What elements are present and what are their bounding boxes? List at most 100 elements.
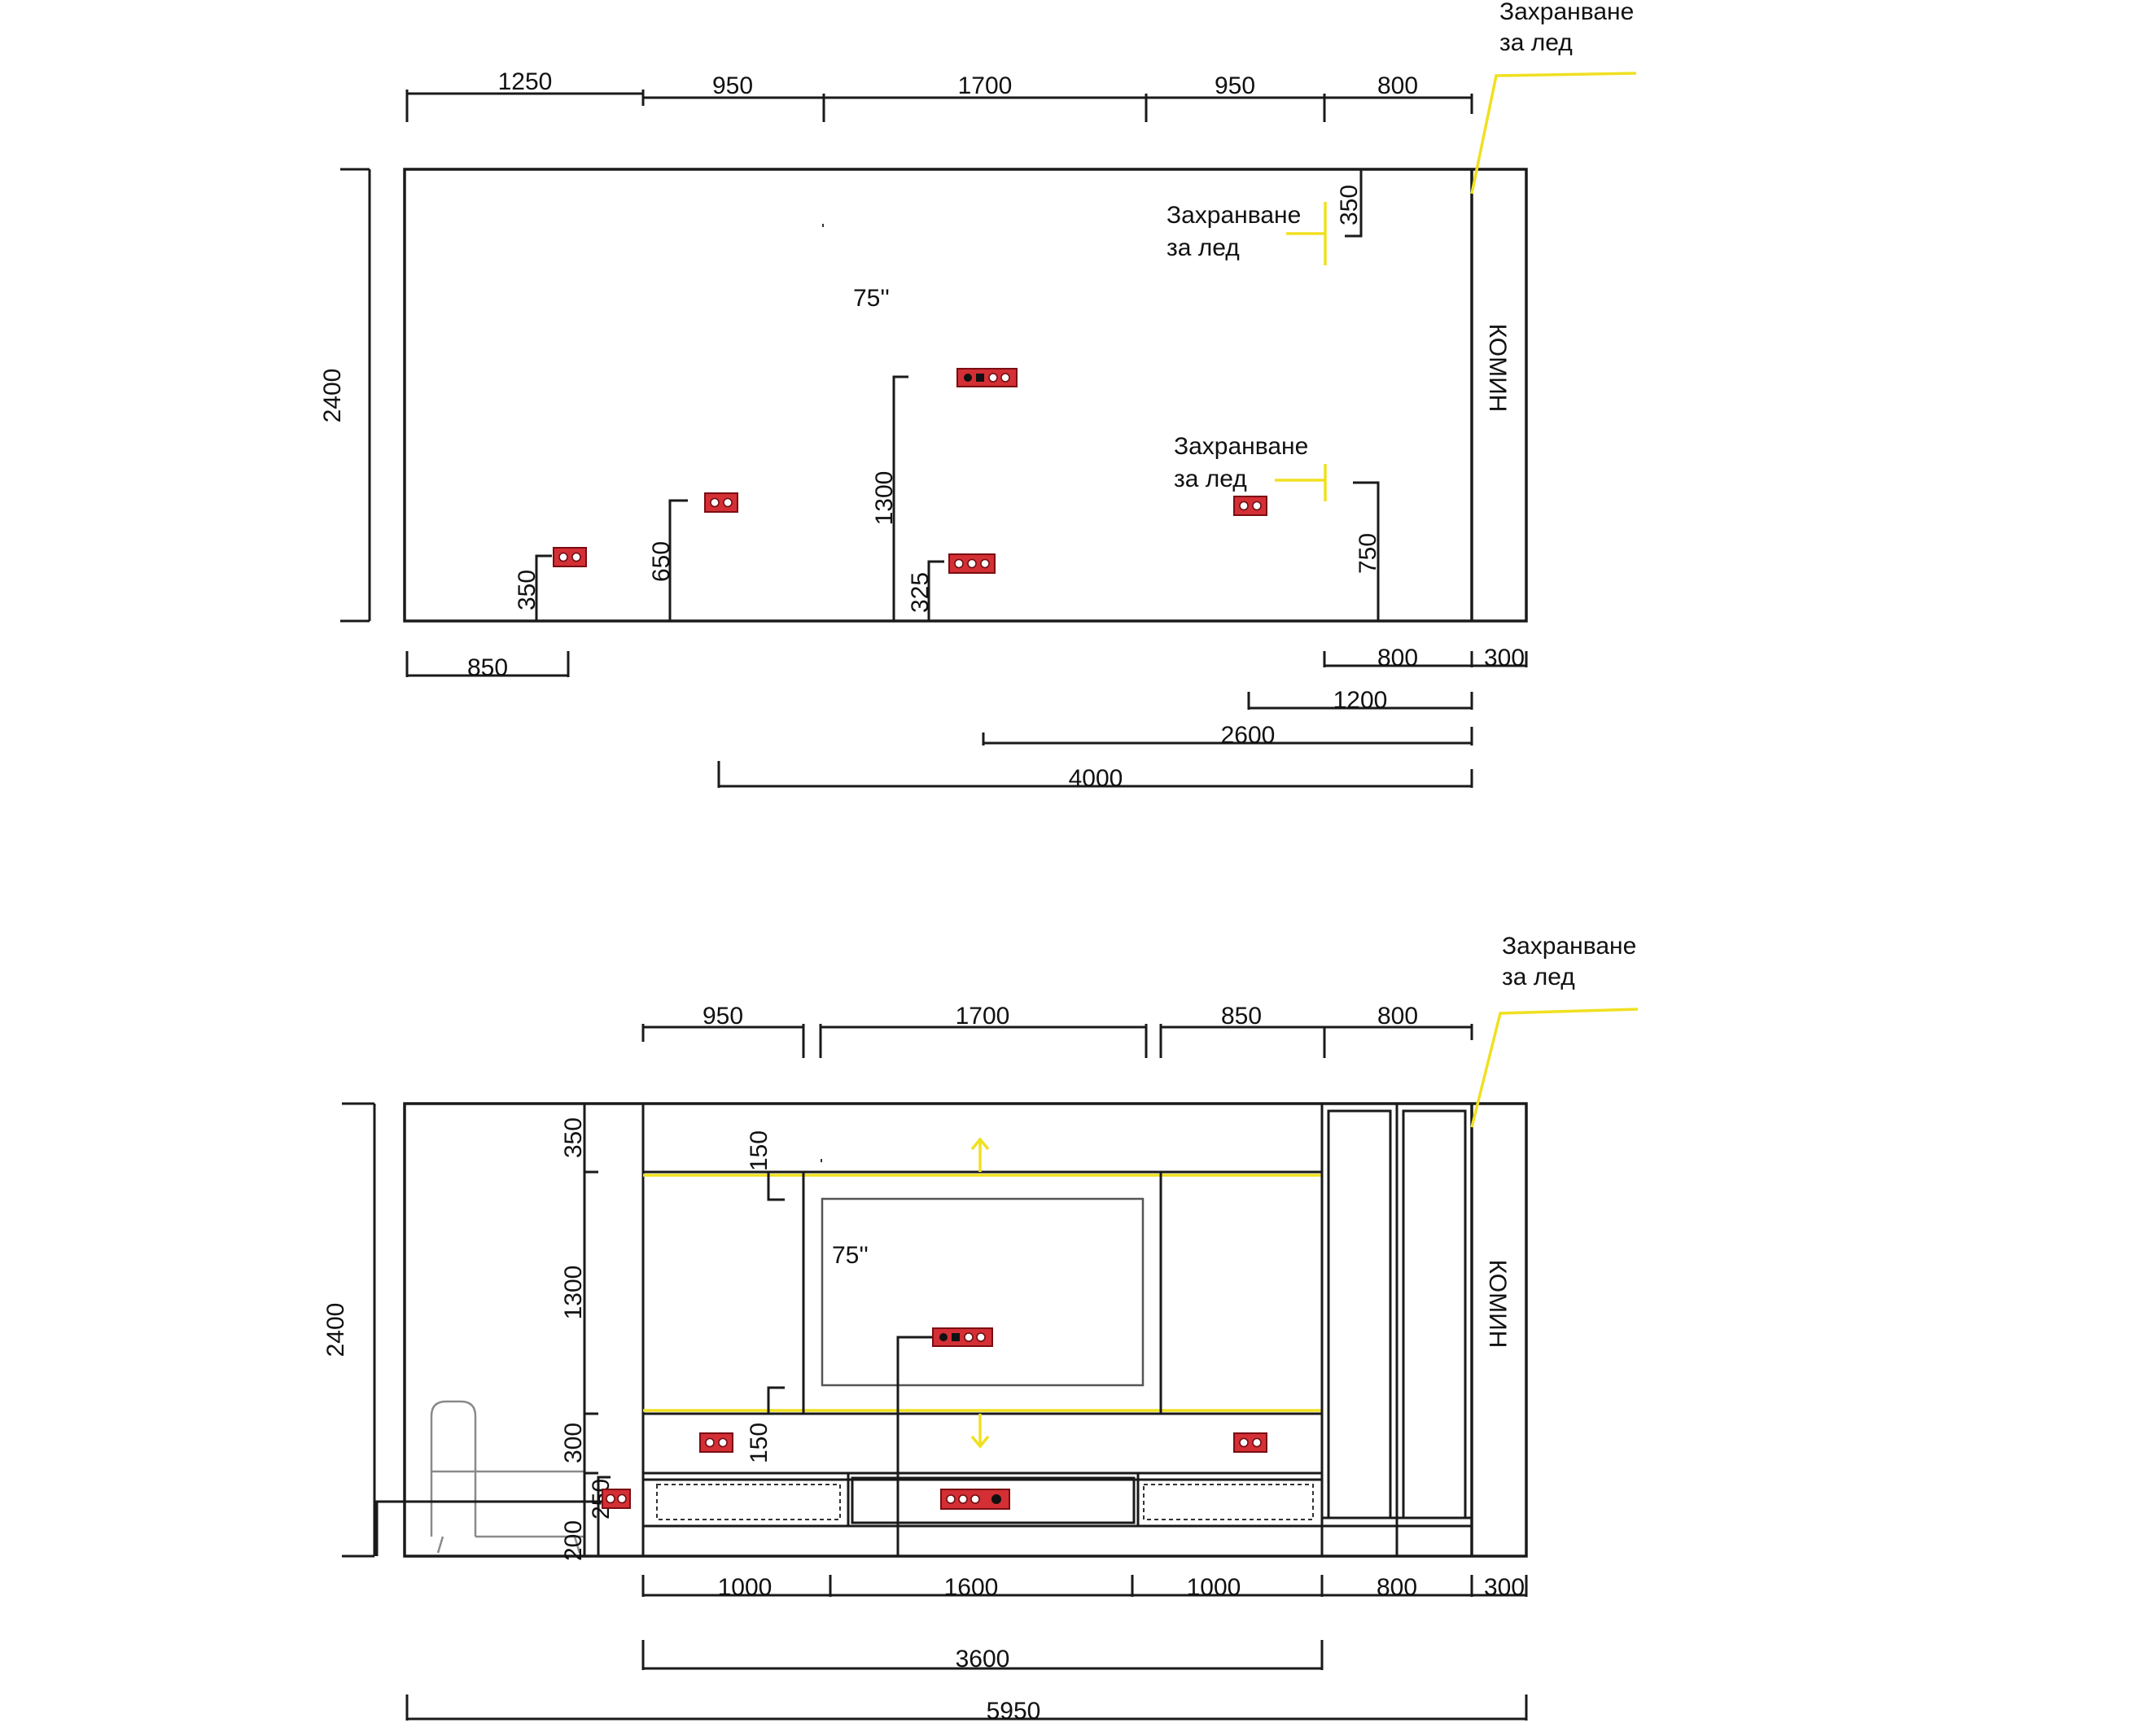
sofa-sketch <box>430 1400 584 1554</box>
drawer-right <box>1143 1484 1314 1520</box>
center-marker <box>822 224 824 227</box>
dim-1200: 1200 <box>1247 687 1473 714</box>
svg-text:за лед: за лед <box>1499 29 1573 56</box>
svg-text:за лед: за лед <box>1502 964 1575 990</box>
socket-double <box>699 1432 733 1453</box>
height-dimension: 2400 <box>319 168 371 623</box>
dim-800: 800 <box>1377 1003 1418 1030</box>
dim-1700: 1700 <box>956 1003 1010 1030</box>
dim-350-upper: 350 <box>1336 169 1363 238</box>
dim-1600: 1600 <box>944 1574 999 1601</box>
wall-outline <box>403 168 1528 623</box>
drawer-center <box>851 1476 1136 1524</box>
tv-screen <box>821 1197 1145 1387</box>
dim-800: 800 <box>1377 1574 1417 1601</box>
svg-text:350: 350 <box>1336 185 1363 225</box>
svg-text:4000: 4000 <box>1069 765 1123 792</box>
svg-text:Захранване: Захранване <box>1174 433 1308 460</box>
inner-dim-150-lower: 150 <box>746 1386 785 1463</box>
led-note-lower: Захранване за лед <box>1174 433 1327 501</box>
tall-cabinet-door-left <box>1327 1109 1392 1520</box>
svg-text:200: 200 <box>560 1520 587 1561</box>
svg-text:3600: 3600 <box>956 1646 1010 1673</box>
dim-800: 800 <box>1377 72 1418 99</box>
dim-2600: 2600 <box>982 722 1473 749</box>
socket-double <box>1233 496 1267 516</box>
led-note-upper: Захранване за лед <box>1166 202 1327 265</box>
fireplace-label: КОМИН <box>1484 324 1511 413</box>
elevation-bottom: КОМИН 75'' <box>322 933 1639 1725</box>
dim-950-right: 950 <box>1215 72 1255 99</box>
dim-850: 850 <box>405 651 570 681</box>
svg-text:2400: 2400 <box>319 369 346 423</box>
svg-text:Захранване: Захранване <box>1502 933 1636 960</box>
dim-950: 950 <box>703 1003 743 1030</box>
socket-quad <box>940 1489 1010 1510</box>
dim-800-300: 800 300 <box>1323 645 1528 671</box>
dim-1700: 1700 <box>958 72 1013 99</box>
svg-text:150: 150 <box>746 1130 773 1171</box>
svg-text:300: 300 <box>560 1423 587 1463</box>
svg-text:2400: 2400 <box>322 1303 349 1358</box>
media-cable-line <box>896 1336 936 1556</box>
dim-325: 325 <box>907 560 944 621</box>
svg-text:1300: 1300 <box>560 1266 587 1320</box>
svg-text:350: 350 <box>514 570 541 610</box>
inner-dim-150-upper: 150 <box>746 1130 785 1201</box>
socket-media-block <box>932 1327 993 1347</box>
svg-text:1200: 1200 <box>1333 687 1388 714</box>
svg-text:300: 300 <box>1484 645 1525 671</box>
socket-double <box>704 492 738 513</box>
svg-text:за лед: за лед <box>1174 466 1247 492</box>
dim-300: 300 <box>1484 1574 1525 1601</box>
svg-text:150: 150 <box>746 1423 773 1463</box>
dim-750: 750 <box>1353 481 1381 621</box>
dim-5950: 5950 <box>405 1694 1528 1725</box>
height-dimension: 2400 <box>322 1102 376 1558</box>
dim-1300: 1300 <box>871 375 908 621</box>
dim-1250: 1250 <box>498 68 553 95</box>
socket-double <box>602 1489 631 1509</box>
drawer-left <box>656 1484 841 1520</box>
dim-950-left: 950 <box>712 72 753 99</box>
dim-4000: 4000 <box>717 761 1473 792</box>
top-dimension-chain: 1250 950 1700 950 800 <box>405 68 1473 122</box>
bottom-dimension-chain: 1000 1600 1000 800 300 <box>641 1574 1528 1601</box>
dim-1000-right: 1000 <box>1187 1574 1241 1601</box>
led-arrow-up <box>970 1137 990 1172</box>
left-vertical-dims: 350 1300 300 200 <box>560 1102 598 1561</box>
svg-text:650: 650 <box>648 541 675 582</box>
svg-text:1300: 1300 <box>871 471 898 526</box>
socket-double <box>553 547 587 567</box>
svg-text:750: 750 <box>1355 533 1381 574</box>
elevation-top: КОМИН 1250 950 1700 950 800 2400 75'' <box>319 0 1637 792</box>
svg-text:Захранване: Захранване <box>1499 0 1634 25</box>
svg-text:Захранване: Захранване <box>1166 202 1301 229</box>
socket-triple <box>948 553 996 574</box>
top-dimension-chain: 950 1700 850 800 <box>641 1003 1473 1058</box>
dim-1000-left: 1000 <box>718 1574 773 1601</box>
svg-text:за лед: за лед <box>1166 234 1240 261</box>
tv-label: 75'' <box>853 285 890 312</box>
tall-cabinet-door-right <box>1402 1109 1467 1520</box>
svg-text:325: 325 <box>907 572 934 613</box>
dim-3600: 3600 <box>641 1640 1324 1673</box>
center-marker <box>821 1159 822 1162</box>
svg-text:800: 800 <box>1377 645 1418 671</box>
tv-label: 75'' <box>832 1242 869 1269</box>
svg-text:350: 350 <box>560 1117 587 1158</box>
dim-850: 850 <box>1221 1003 1262 1030</box>
fireplace-label: КОМИН <box>1484 1260 1511 1349</box>
wall-outline <box>403 1102 1528 1558</box>
dim-350-lower: 350 <box>514 554 552 621</box>
socket-double <box>1233 1432 1267 1453</box>
led-note: Захранване за лед <box>1470 933 1639 1128</box>
led-note-top-right: Захранване за лед <box>1470 0 1637 195</box>
led-arrow-down <box>970 1414 990 1449</box>
svg-text:850: 850 <box>467 654 508 681</box>
socket-media-block <box>956 368 1018 387</box>
svg-text:5950: 5950 <box>987 1698 1041 1725</box>
dim-650: 650 <box>648 499 688 621</box>
cable-line <box>375 1500 602 1556</box>
